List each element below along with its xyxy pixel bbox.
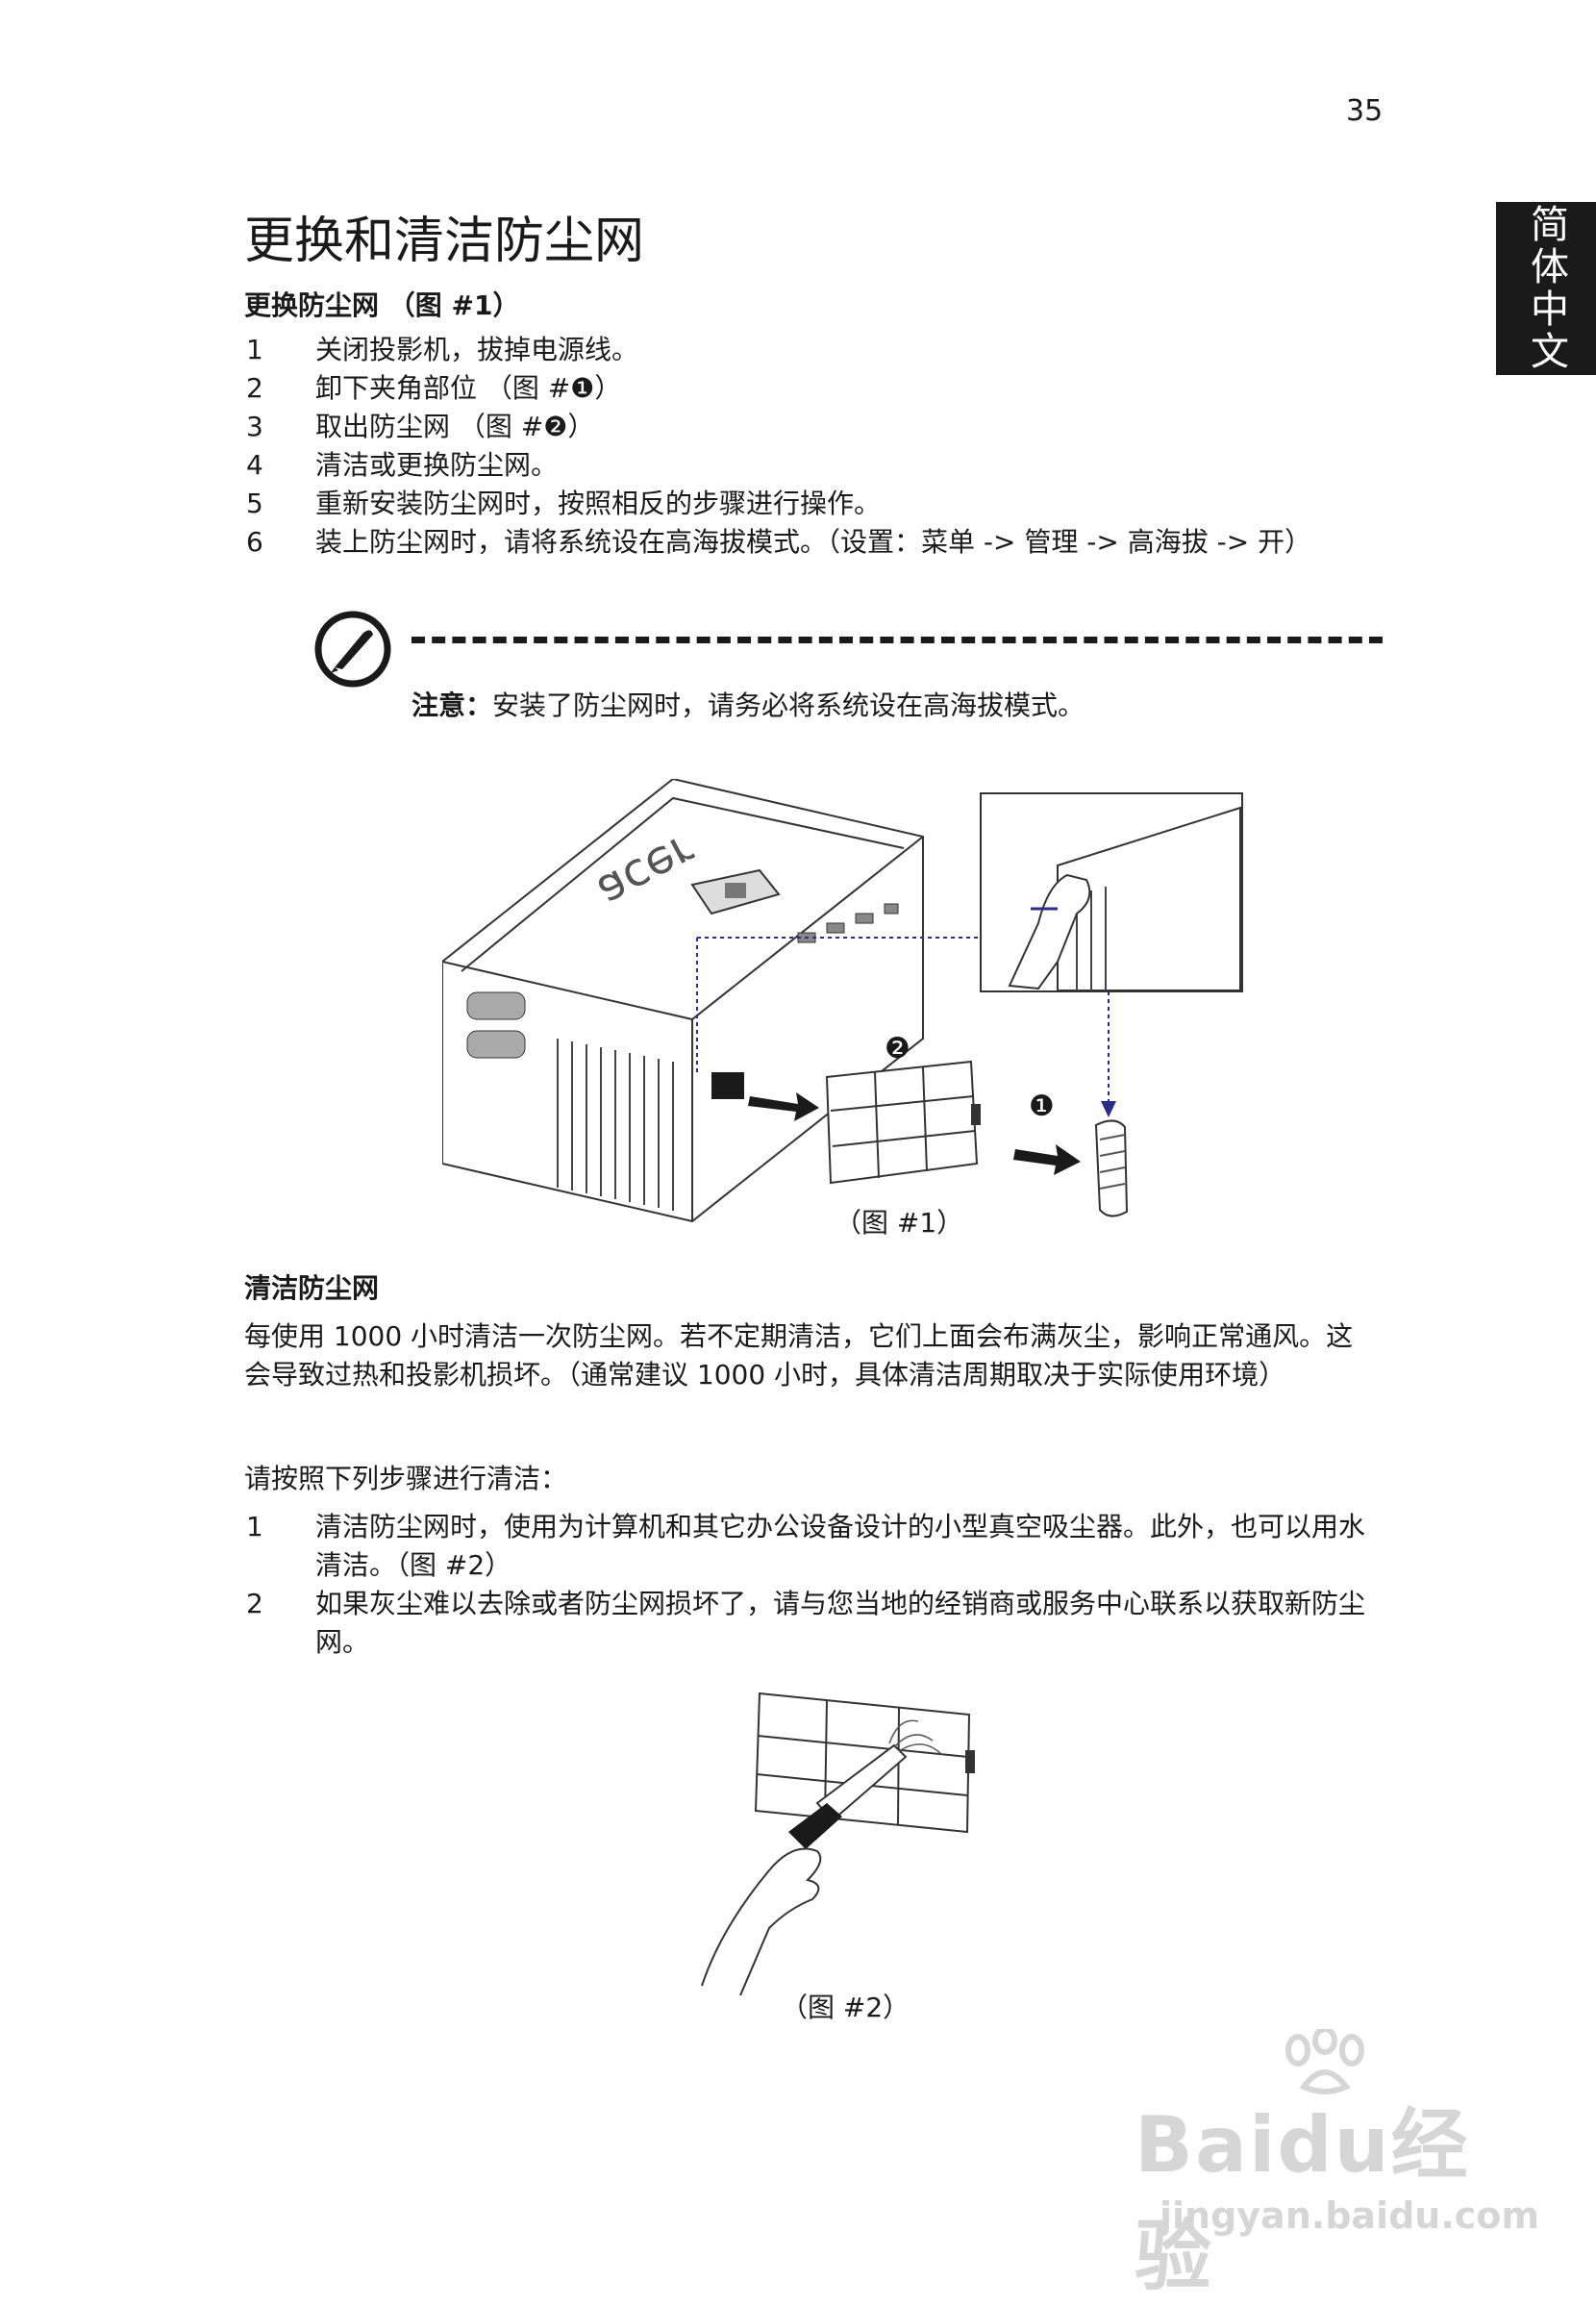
watermark-url: jingyan.baidu.com	[1160, 2194, 1539, 2237]
note-body: 安装了防尘网时，请务必将系统设在高海拔模式。	[492, 689, 1085, 721]
note-divider	[411, 637, 1383, 643]
filter-cleaning-illustration	[701, 1692, 975, 1995]
note-text: 注意：安装了防尘网时，请务必将系统设在高海拔模式。	[411, 685, 1085, 723]
figure1-caption: （图 #1）	[835, 1207, 964, 1239]
figure2-caption: （图 #2）	[781, 1992, 910, 2023]
page-title: 更换和清洁防尘网	[244, 213, 645, 270]
replace-filter-heading: 更换防尘网 （图 #1）	[244, 289, 520, 321]
clean-paragraph: 每使用 1000 小时清洁一次防尘网。若不定期清洁，它们上面会布满灰尘，影响正常…	[244, 1320, 1354, 1391]
callout-1: ❶	[1029, 1090, 1055, 1123]
clean-intro: 请按照下列步骤进行清洁：	[244, 1463, 568, 1494]
filter-replacement-illustration: acer ❷ ❶	[442, 779, 1243, 1223]
watermark-brand: Baidu经验	[1135, 2100, 1470, 2301]
page-number: 35	[1346, 94, 1384, 128]
note-label: 注意：	[411, 689, 493, 721]
note-pen-icon	[314, 611, 391, 688]
language-tab: 简体中文	[1496, 202, 1596, 375]
callout-2: ❷	[885, 1032, 910, 1065]
baidu-watermark: Baidu经验 jingyan.baidu.com	[1135, 2029, 1539, 2301]
paw-icon	[1285, 2029, 1364, 2094]
clean-filter-heading: 清洁防尘网	[244, 1272, 380, 1304]
language-tab-label: 简体中文	[1524, 204, 1568, 373]
